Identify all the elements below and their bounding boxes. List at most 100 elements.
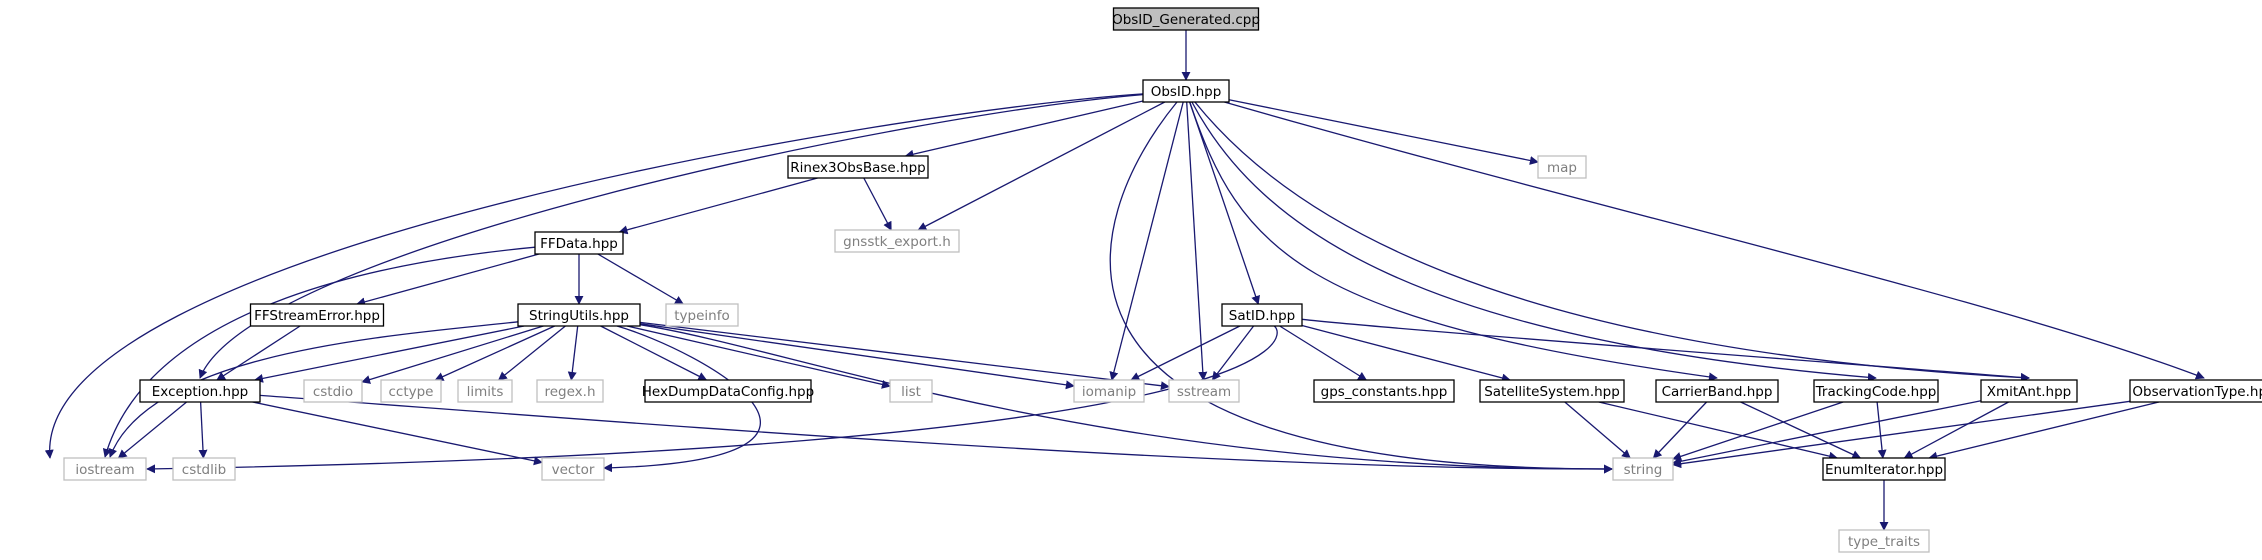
edge-ffdata_hpp-to-typeinfo	[597, 253, 684, 305]
node-hexdumpdataconfig_hpp[interactable]: HexDumpDataConfig.hpp	[642, 379, 814, 403]
node-enumiterator_hpp[interactable]: EnumIterator.hpp	[1822, 457, 1946, 481]
node-gnsstk_export_h: gnsstk_export.h	[834, 229, 960, 253]
node-map: map	[1537, 155, 1587, 179]
node-label-regex_h: regex.h	[544, 384, 595, 400]
node-label-obsid_generated_cpp: ObsID_Generated.cpp	[1112, 12, 1260, 28]
edge-obsid_hpp-to-rinex3obsbase_hpp	[904, 100, 1144, 159]
node-trackingcode_hpp[interactable]: TrackingCode.hpp	[1813, 379, 1939, 403]
node-iostream: iostream	[63, 457, 147, 481]
edge-stringutils_hpp-to-list	[626, 325, 891, 389]
node-satid_hpp[interactable]: SatID.hpp	[1221, 303, 1303, 327]
edge-stringutils_hpp-to-cctype	[434, 325, 555, 381]
edge-obsid_hpp-to-satid_hpp	[1189, 101, 1260, 305]
node-box-typeinfo	[665, 303, 739, 327]
node-vector: vector	[541, 457, 605, 481]
node-box-xmitant_hpp	[1980, 379, 2078, 403]
node-cstdlib: cstdlib	[172, 457, 236, 481]
node-label-rinex3obsbase_hpp: Rinex3ObsBase.hpp	[790, 160, 925, 176]
node-ffdata_hpp[interactable]: FFData.hpp	[534, 231, 624, 255]
node-label-string: string	[1624, 462, 1663, 478]
edge-ffstreamerror_hpp-to-exception_hpp	[216, 325, 301, 381]
node-rinex3obsbase_hpp[interactable]: Rinex3ObsBase.hpp	[787, 155, 929, 179]
node-box-cctype	[380, 379, 442, 403]
edge-exception_hpp-to-cstdlib	[198, 401, 208, 459]
edge-obsid_hpp-to-gnsstk_export_h	[917, 101, 1166, 231]
node-label-map: map	[1547, 160, 1577, 176]
node-box-cstdio	[303, 379, 363, 403]
node-box-type_traits	[1838, 529, 1930, 553]
node-obsid_generated_cpp[interactable]: ObsID_Generated.cpp	[1112, 7, 1260, 31]
node-label-hexdumpdataconfig_hpp: HexDumpDataConfig.hpp	[642, 384, 814, 400]
edge-xmitant_hpp-to-enumiterator_hpp	[1903, 401, 2009, 459]
edge-satid_hpp-to-sstream	[1211, 325, 1255, 381]
node-observationtype_hpp[interactable]: ObservationType.hpp	[2129, 379, 2262, 403]
node-label-cstdio: cstdio	[313, 384, 353, 400]
node-label-iomanip: iomanip	[1082, 384, 1136, 400]
edge-stringutils_hpp-to-limits	[497, 325, 566, 381]
edge-obsid_hpp-to-trackingcode_hpp	[1191, 101, 1877, 382]
edge-ffdata_hpp-to-iostream	[102, 246, 536, 458]
node-box-satid_hpp	[1221, 303, 1303, 327]
node-label-gps_constants_hpp: gps_constants.hpp	[1321, 384, 1448, 400]
edge-observationtype_hpp-to-enumiterator_hpp	[1928, 401, 2160, 461]
edge-obsid_hpp-to-map	[1228, 99, 1539, 165]
node-box-iomanip	[1073, 379, 1145, 403]
edge-rinex3obsbase_hpp-to-ffdata_hpp	[618, 177, 818, 235]
edge-stringutils_hpp-to-string	[639, 324, 1613, 474]
node-exception_hpp[interactable]: Exception.hpp	[139, 379, 261, 403]
node-box-rinex3obsbase_hpp	[787, 155, 929, 179]
edge-satellitesystem_hpp-to-string	[1564, 401, 1631, 459]
node-limits: limits	[457, 379, 513, 403]
node-label-list: list	[901, 384, 921, 400]
node-label-satid_hpp: SatID.hpp	[1229, 308, 1296, 324]
node-label-xmitant_hpp: XmitAnt.hpp	[1987, 384, 2072, 400]
node-box-regex_h	[536, 379, 604, 403]
node-xmitant_hpp[interactable]: XmitAnt.hpp	[1980, 379, 2078, 403]
edge-satid_hpp-to-gps_constants_hpp	[1279, 325, 1368, 381]
edge-carrierband_hpp-to-string	[1652, 401, 1708, 459]
node-label-sstream: sstream	[1177, 384, 1231, 400]
node-label-carrierband_hpp: CarrierBand.hpp	[1662, 384, 1773, 400]
node-type_traits: type_traits	[1838, 529, 1930, 553]
edge-carrierband_hpp-to-enumiterator_hpp	[1740, 401, 1862, 459]
node-box-enumiterator_hpp	[1822, 457, 1946, 481]
node-box-obsid_hpp	[1142, 79, 1230, 103]
edge-satid_hpp-to-iomanip	[1130, 325, 1241, 381]
edge-stringutils_hpp-to-cstdio	[361, 325, 544, 384]
edge-exception_hpp-to-string	[259, 394, 1613, 474]
node-label-type_traits: type_traits	[1848, 534, 1920, 550]
node-box-string	[1612, 457, 1674, 481]
edge-obsid_hpp-to-string	[1109, 101, 1613, 474]
node-iomanip: iomanip	[1073, 379, 1145, 403]
edge-exception_hpp-to-iostream	[117, 401, 188, 459]
node-carrierband_hpp[interactable]: CarrierBand.hpp	[1655, 379, 1779, 403]
node-label-vector: vector	[552, 462, 595, 478]
node-box-stringutils_hpp	[517, 303, 641, 327]
node-box-sstream	[1168, 379, 1240, 403]
node-cctype: cctype	[380, 379, 442, 403]
node-typeinfo: typeinfo	[665, 303, 739, 327]
node-box-list	[889, 379, 933, 403]
edge-obsid_hpp-to-xmitant_hpp	[1194, 101, 2030, 383]
node-sstream: sstream	[1168, 379, 1240, 403]
node-gps_constants_hpp[interactable]: gps_constants.hpp	[1313, 379, 1455, 403]
node-obsid_hpp[interactable]: ObsID.hpp	[1142, 79, 1230, 103]
edge-stringutils_hpp-to-iomanip	[639, 323, 1075, 390]
node-box-ffdata_hpp	[534, 231, 624, 255]
edge-trackingcode_hpp-to-enumiterator_hpp	[1876, 401, 1887, 459]
node-stringutils_hpp[interactable]: StringUtils.hpp	[517, 303, 641, 327]
node-label-typeinfo: typeinfo	[674, 308, 729, 324]
node-box-gps_constants_hpp	[1313, 379, 1455, 403]
node-ffstreamerror_hpp[interactable]: FFStreamError.hpp	[249, 303, 385, 327]
edge-ffdata_hpp-to-ffstreamerror_hpp	[356, 253, 540, 307]
edge-obsid_hpp-to-exception_hpp	[198, 93, 1144, 379]
node-label-stringutils_hpp: StringUtils.hpp	[529, 308, 629, 324]
node-satellitesystem_hpp[interactable]: SatelliteSystem.hpp	[1479, 379, 1625, 403]
node-box-obsid_generated_cpp	[1112, 7, 1260, 31]
node-label-trackingcode_hpp: TrackingCode.hpp	[1815, 384, 1937, 400]
node-label-ffdata_hpp: FFData.hpp	[540, 236, 618, 252]
edge-stringutils_hpp-to-iostream	[108, 321, 519, 458]
node-label-cstdlib: cstdlib	[182, 462, 226, 478]
node-box-cstdlib	[172, 457, 236, 481]
node-box-hexdumpdataconfig_hpp	[644, 379, 812, 403]
